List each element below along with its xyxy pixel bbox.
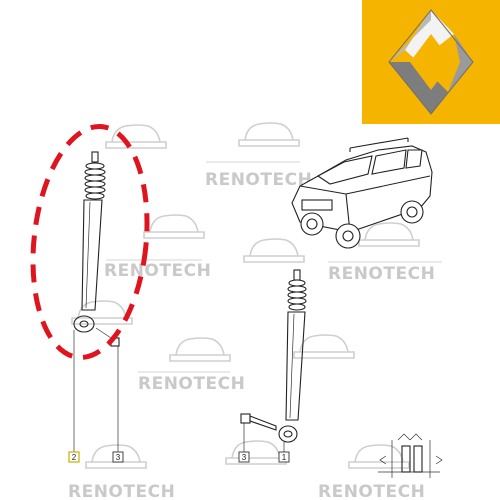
shock-absorber-icon (73, 151, 106, 333)
callout-number: 1 (282, 453, 287, 462)
watermark-text: RENOTECH (104, 261, 211, 281)
callout-number: 3 (242, 453, 247, 462)
watermark-text: RENOTECH (205, 170, 312, 190)
watermark-text: RENOTECH (328, 264, 435, 284)
shock-absorber-icon (278, 269, 307, 443)
watermark-car-icons (71, 122, 420, 469)
watermark-lines (106, 161, 442, 373)
watermark-text: RENOTECH (318, 482, 425, 500)
callout-number: 2 (72, 453, 77, 462)
highlight-ellipse (30, 123, 150, 361)
watermark-text: RENOTECH (138, 374, 245, 394)
callout-left-absorber: 2 (68, 451, 80, 463)
suv-vehicle-icon (291, 137, 433, 249)
watermark-text: RENOTECH (68, 482, 175, 500)
bolt-icon (240, 413, 277, 431)
callout-left-bolt: 3 (112, 451, 124, 463)
callout-right-absorber: 1 (278, 451, 290, 463)
renault-logo (362, 0, 500, 124)
mounting-detail-icon (378, 433, 443, 478)
callout-right-bolt: 3 (238, 451, 250, 463)
callout-number: 3 (116, 453, 121, 462)
